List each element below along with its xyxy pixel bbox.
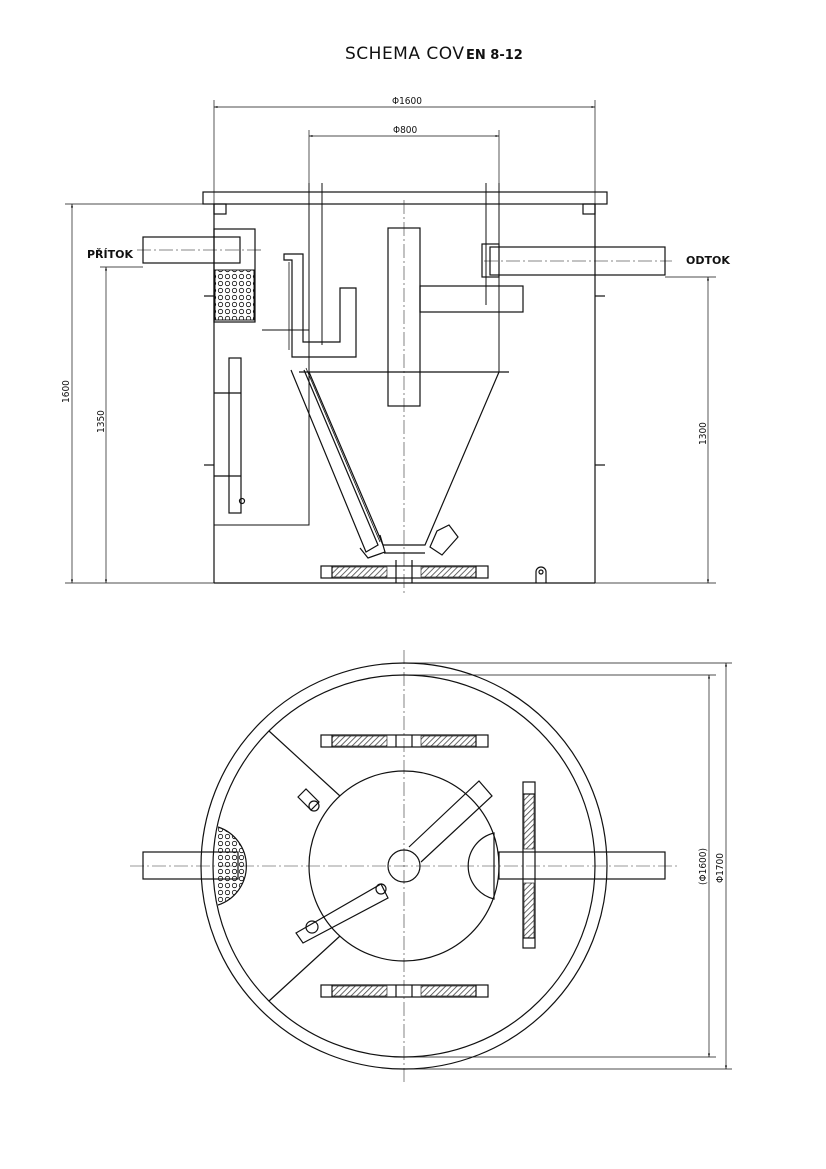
- plan-outlet-pipe: [498, 851, 666, 880]
- plan-diffuser-right: [522, 781, 536, 949]
- title-block: SCHEMA COV EN 8-12: [345, 44, 523, 64]
- outlet-height-label: 1300: [698, 422, 709, 445]
- plan-sludge-branch: [295, 883, 389, 944]
- dim-plan-outer: [404, 662, 732, 1070]
- dim-plan-inner: [404, 674, 716, 1058]
- inner-cylinder: [308, 770, 500, 962]
- dim-outer-diameter-top: [213, 100, 596, 205]
- plan-diffuser-bottom: [320, 984, 489, 998]
- tank-lid: [202, 191, 608, 205]
- outer-diameter-label: Φ1600: [392, 96, 422, 107]
- inlet-label: PŘÍTOK: [87, 248, 133, 261]
- central-pipe-plan: [387, 849, 421, 883]
- cone-outlet-elbow: [429, 524, 459, 556]
- lid-lug-left: [213, 203, 227, 215]
- dim-outlet-height: [595, 276, 716, 584]
- plan-view: (Φ1600) Φ1700: [130, 650, 732, 1082]
- settling-cone: [308, 371, 500, 546]
- sludge-return-pipe: [283, 253, 357, 358]
- total-height-label: 1600: [61, 380, 72, 403]
- outlet-label: ODTOK: [686, 254, 730, 267]
- lid-lug-right: [582, 203, 596, 215]
- outlet-branch: [419, 285, 524, 313]
- section-view: Φ1600 Φ800 PŘÍTOK: [61, 96, 730, 595]
- inner-diameter-label: Φ800: [393, 125, 418, 136]
- side-aerator: [228, 357, 242, 514]
- plan-outer-diameter-label: Φ1700: [715, 853, 726, 883]
- plan-diffuser-top: [320, 734, 489, 748]
- plan-small-fitting: [297, 788, 320, 811]
- inlet-filter-media: [214, 269, 255, 321]
- dim-inlet-height: [100, 266, 143, 583]
- drain-fitting: [535, 566, 547, 583]
- plan-sediment-chamber: [467, 832, 495, 900]
- bottom-diffuser: [320, 565, 489, 579]
- plan-outlet-branch: [408, 780, 493, 863]
- plan-inner-diameter-label: (Φ1600): [698, 848, 709, 885]
- central-pipe: [387, 227, 421, 407]
- plan-filter: [217, 826, 247, 906]
- dim-total-height: [65, 203, 214, 584]
- airlift-tube: [290, 369, 379, 553]
- dim-inner-diameter-top: [308, 130, 500, 200]
- drawing-title: SCHEMA COV: [345, 44, 464, 64]
- model-label: EN 8-12: [466, 48, 523, 63]
- inlet-height-label: 1350: [96, 410, 107, 433]
